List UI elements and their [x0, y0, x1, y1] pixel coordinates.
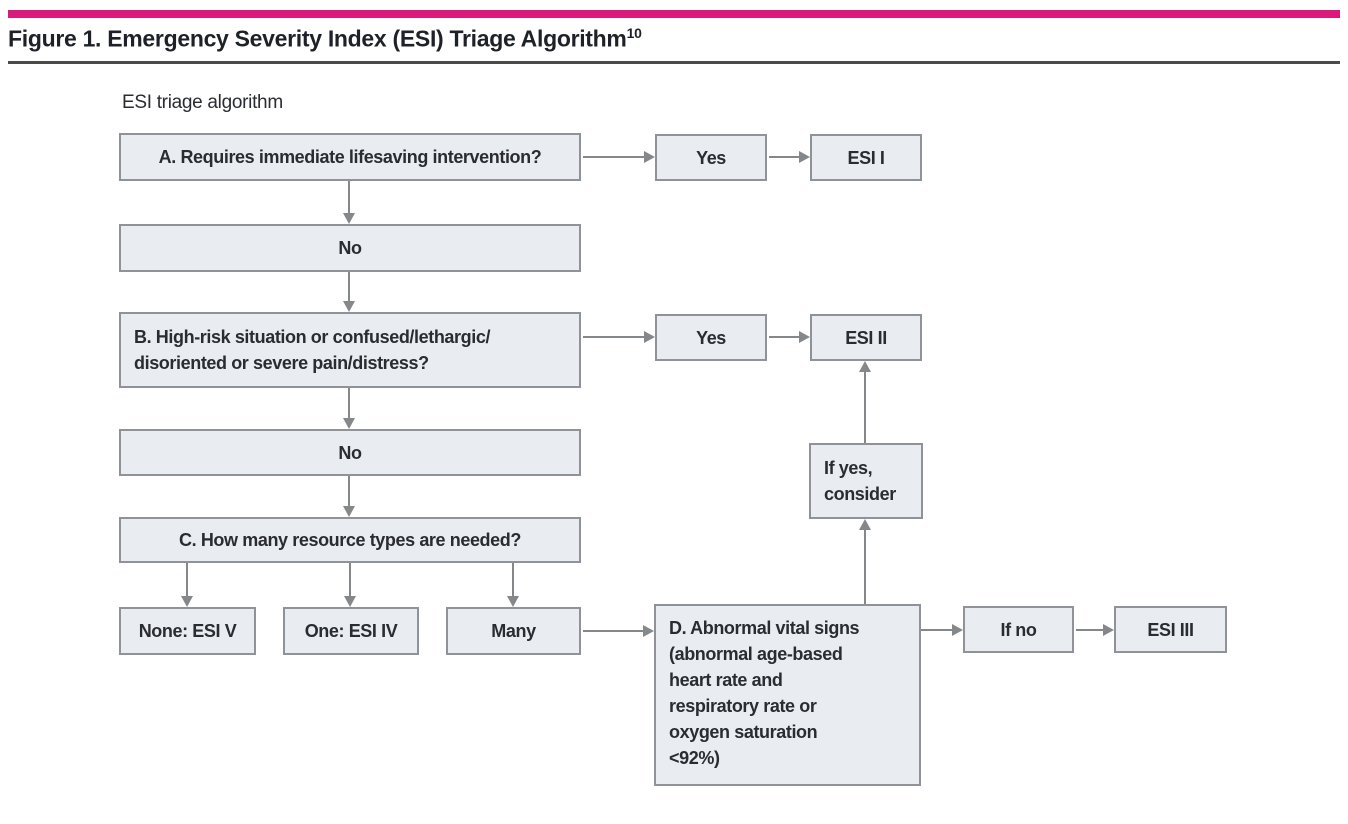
line-c-to-many [512, 563, 514, 596]
line-ifno-to-esi3 [1076, 629, 1103, 631]
arrowhead-yes2-to-esi2 [799, 331, 810, 343]
node-no-1: No [119, 224, 581, 272]
node-c-question: C. How many resource types are needed? [119, 517, 581, 563]
node-one-esi-iv: One: ESI IV [283, 607, 419, 655]
arrowhead-no2-to-c [343, 506, 355, 517]
arrowhead-c-to-many [507, 596, 519, 607]
arrowhead-a-to-yes1 [644, 151, 655, 163]
node-none-esi-v: None: ESI V [119, 607, 256, 655]
arrowhead-b-to-no2 [343, 418, 355, 429]
arrowhead-d-to-ifyes [859, 519, 871, 530]
figure-title-text: Figure 1. Emergency Severity Index (ESI)… [8, 25, 627, 52]
line-b-to-yes2 [583, 336, 645, 338]
arrowhead-c-to-one [344, 596, 356, 607]
node-yes-2: Yes [655, 314, 767, 361]
line-c-to-none [186, 563, 188, 596]
title-superscript: 10 [626, 25, 642, 41]
line-d-to-ifno [921, 629, 952, 631]
line-c-to-one [349, 563, 351, 596]
diagram-label: ESI triage algorithm [122, 92, 283, 113]
node-esi-3: ESI III [1114, 606, 1227, 653]
node-a-question: A. Requires immediate lifesaving interve… [119, 133, 581, 181]
arrowhead-no1-to-b [343, 301, 355, 312]
accent-bar [8, 10, 1340, 18]
line-many-to-d [583, 630, 643, 632]
node-no-2: No [119, 429, 581, 476]
line-d-to-ifyes [864, 530, 866, 604]
line-yes1-to-esi1 [769, 156, 799, 158]
line-ifyes-to-esi2 [864, 372, 866, 443]
arrowhead-yes1-to-esi1 [799, 151, 810, 163]
node-d-vitals: D. Abnormal vital signs (abnormal age-ba… [654, 604, 921, 786]
line-no1-to-b [348, 272, 350, 301]
line-a-to-no1 [348, 181, 350, 214]
line-yes2-to-esi2 [769, 336, 799, 338]
arrowhead-many-to-d [643, 625, 654, 637]
figure-title: Figure 1. Emergency Severity Index (ESI)… [8, 25, 1340, 53]
line-b-to-no2 [348, 388, 350, 418]
arrowhead-d-to-ifno [952, 624, 963, 636]
node-if-no: If no [963, 606, 1074, 653]
node-esi-1: ESI I [810, 134, 922, 181]
line-a-to-yes1 [583, 156, 645, 158]
arrowhead-ifyes-to-esi2 [859, 361, 871, 372]
arrowhead-a-to-no1 [343, 213, 355, 224]
arrowhead-ifno-to-esi3 [1103, 624, 1114, 636]
line-no2-to-c [348, 476, 350, 506]
node-many: Many [446, 607, 581, 655]
node-b-question: B. High-risk situation or confused/letha… [119, 312, 581, 388]
node-yes-1: Yes [655, 134, 767, 181]
node-esi-2: ESI II [810, 314, 922, 361]
node-if-yes-consider: If yes, consider [809, 443, 923, 519]
arrowhead-c-to-none [181, 596, 193, 607]
arrowhead-b-to-yes2 [644, 331, 655, 343]
header-rule [8, 61, 1340, 64]
